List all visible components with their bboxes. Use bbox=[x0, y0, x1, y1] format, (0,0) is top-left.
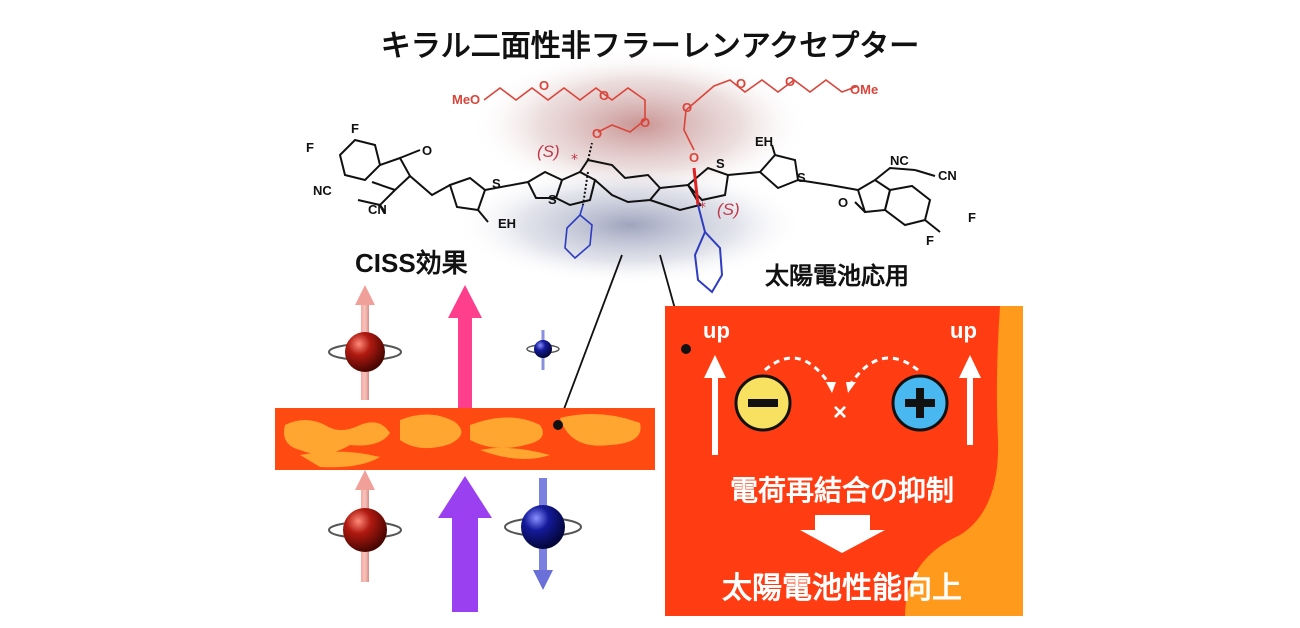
electron-spin-red-top bbox=[328, 285, 402, 400]
o-label: O bbox=[682, 100, 692, 115]
stereo-label-left: (S) bbox=[537, 142, 560, 161]
up-label-right: up bbox=[950, 318, 977, 343]
s-label: S bbox=[492, 176, 501, 191]
f-label: F bbox=[351, 121, 359, 136]
film-layer bbox=[275, 408, 655, 470]
o-label: O bbox=[640, 115, 650, 130]
wedge-bond bbox=[692, 167, 700, 206]
improvement-text: 太陽電池性能向上 bbox=[722, 572, 962, 605]
recombination-path-left bbox=[764, 356, 832, 386]
electron-spin-red-bottom bbox=[328, 470, 402, 582]
f-label: F bbox=[926, 233, 934, 248]
o-label: O bbox=[592, 126, 602, 141]
electron-spin-blue-top bbox=[526, 330, 560, 370]
cn-label: CN bbox=[938, 168, 957, 183]
chiral-star-left: * bbox=[571, 152, 578, 168]
s-label: S bbox=[548, 192, 557, 207]
cn-label: CN bbox=[368, 202, 387, 217]
s-label: S bbox=[797, 170, 806, 185]
glycol-chain-left bbox=[483, 87, 646, 133]
up-arrow-left bbox=[704, 355, 726, 455]
phenyl-right bbox=[693, 204, 724, 294]
ome-label: OMe bbox=[850, 82, 878, 97]
hashed-bond bbox=[587, 142, 593, 161]
connector-line bbox=[557, 254, 623, 426]
arrowhead bbox=[826, 382, 836, 393]
phenyl-left bbox=[564, 204, 593, 260]
eh-label: EH bbox=[755, 134, 773, 149]
nc-label: NC bbox=[890, 153, 909, 168]
up-label-left: up bbox=[703, 318, 730, 343]
ciss-label: CISS効果 bbox=[355, 248, 468, 278]
o-label: O bbox=[689, 150, 699, 165]
solar-panel bbox=[665, 306, 1023, 616]
up-arrow-right bbox=[959, 355, 981, 445]
eh-label: EH bbox=[498, 216, 516, 231]
o-label: O bbox=[838, 195, 848, 210]
molecule-backbone bbox=[338, 138, 941, 233]
f-label: F bbox=[968, 210, 976, 225]
glycol-chain-right bbox=[683, 79, 859, 151]
blocked-cross: × bbox=[833, 399, 847, 426]
s-label: S bbox=[716, 156, 725, 171]
f-label: F bbox=[306, 140, 314, 155]
electron-charge bbox=[734, 374, 792, 432]
o-label: O bbox=[422, 143, 432, 158]
nc-label: NC bbox=[313, 183, 332, 198]
o-label: O bbox=[539, 78, 549, 93]
meo-label: MeO bbox=[452, 92, 480, 107]
chiral-star-right: * bbox=[699, 200, 706, 216]
o-label: O bbox=[599, 88, 609, 103]
hashed-bond bbox=[582, 171, 589, 206]
down-arrow bbox=[800, 515, 885, 553]
o-label: O bbox=[736, 76, 746, 91]
chiral-glow-bottom bbox=[455, 165, 805, 285]
hole-charge bbox=[891, 374, 949, 432]
o-label: O bbox=[785, 74, 795, 89]
purple-arrow bbox=[438, 476, 492, 612]
pink-arrow bbox=[448, 285, 482, 470]
recombination-path-right bbox=[848, 356, 919, 386]
arrowhead bbox=[846, 382, 856, 393]
electron-spin-blue-bottom bbox=[504, 478, 582, 590]
solar-application-label: 太陽電池応用 bbox=[765, 262, 909, 290]
stereo-label-right: (S) bbox=[717, 200, 740, 219]
suppression-text: 電荷再結合の抑制 bbox=[730, 474, 954, 506]
